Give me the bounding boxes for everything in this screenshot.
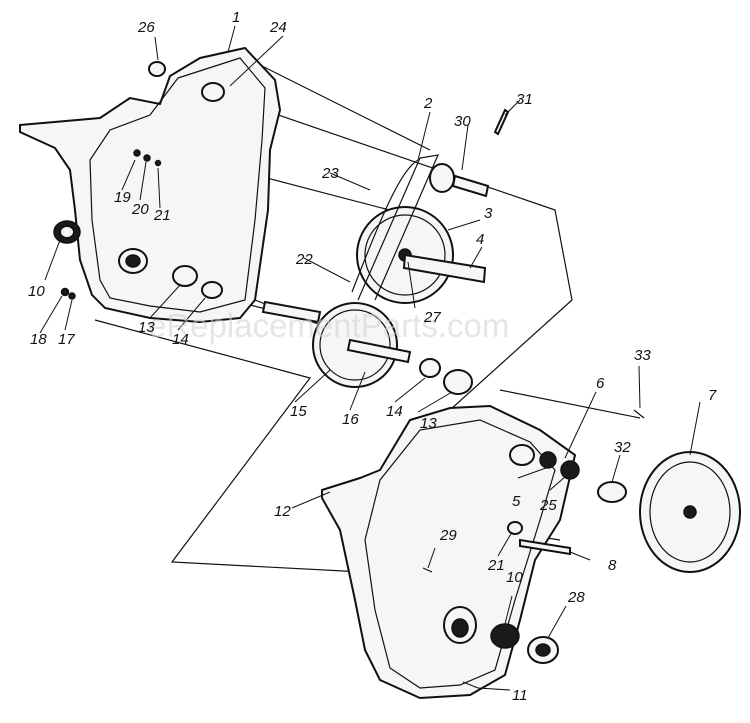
fasteners (60, 149, 645, 689)
part-label: 3 (484, 205, 493, 222)
part-label: 30 (454, 113, 471, 130)
part-label: 21 (487, 557, 505, 574)
part-label: 10 (28, 283, 45, 300)
part-label: 32 (614, 439, 631, 456)
part-label: 25 (539, 497, 557, 514)
part-label: 6 (596, 375, 605, 392)
part-label: 13 (138, 319, 155, 336)
part-label: 29 (439, 527, 457, 544)
part-label: 13 (420, 415, 437, 432)
part-label: 12 (274, 503, 291, 520)
part-label: 23 (321, 165, 339, 182)
part-label: 19 (114, 189, 131, 206)
part-label: 14 (172, 331, 189, 348)
part-label: 22 (295, 251, 313, 268)
shafts (261, 108, 571, 556)
pulley (639, 451, 741, 573)
part-label: 17 (58, 331, 75, 348)
part-labels: 1 2 3 4 5 6 7 8 10 10 11 12 13 13 14 14 … (28, 9, 717, 704)
part-label: 28 (567, 589, 585, 606)
part-label: 14 (386, 403, 403, 420)
part-label: 31 (516, 91, 533, 108)
part-label: 5 (512, 493, 521, 510)
part-label: 10 (506, 569, 523, 586)
bearings (53, 220, 627, 664)
part-label: 7 (708, 387, 717, 404)
part-label: 24 (269, 19, 287, 36)
part-label: 11 (512, 687, 528, 704)
part-label: 26 (137, 19, 155, 36)
part-label: 4 (476, 231, 484, 248)
left-housing-half (19, 46, 282, 324)
part-label: 2 (423, 95, 433, 112)
part-label: 27 (423, 309, 441, 326)
part-label: 16 (342, 411, 359, 428)
part-label: 15 (290, 403, 307, 420)
part-label: 33 (634, 347, 651, 364)
leader-lines (39, 25, 701, 691)
part-label: 18 (30, 331, 47, 348)
part-label: 1 (232, 9, 240, 26)
part-label: 20 (131, 201, 149, 218)
part-label: 21 (153, 207, 171, 224)
part-label: 8 (608, 557, 617, 574)
watermark-text: eReplacementParts.com (148, 307, 509, 344)
drive-chain (351, 154, 439, 301)
